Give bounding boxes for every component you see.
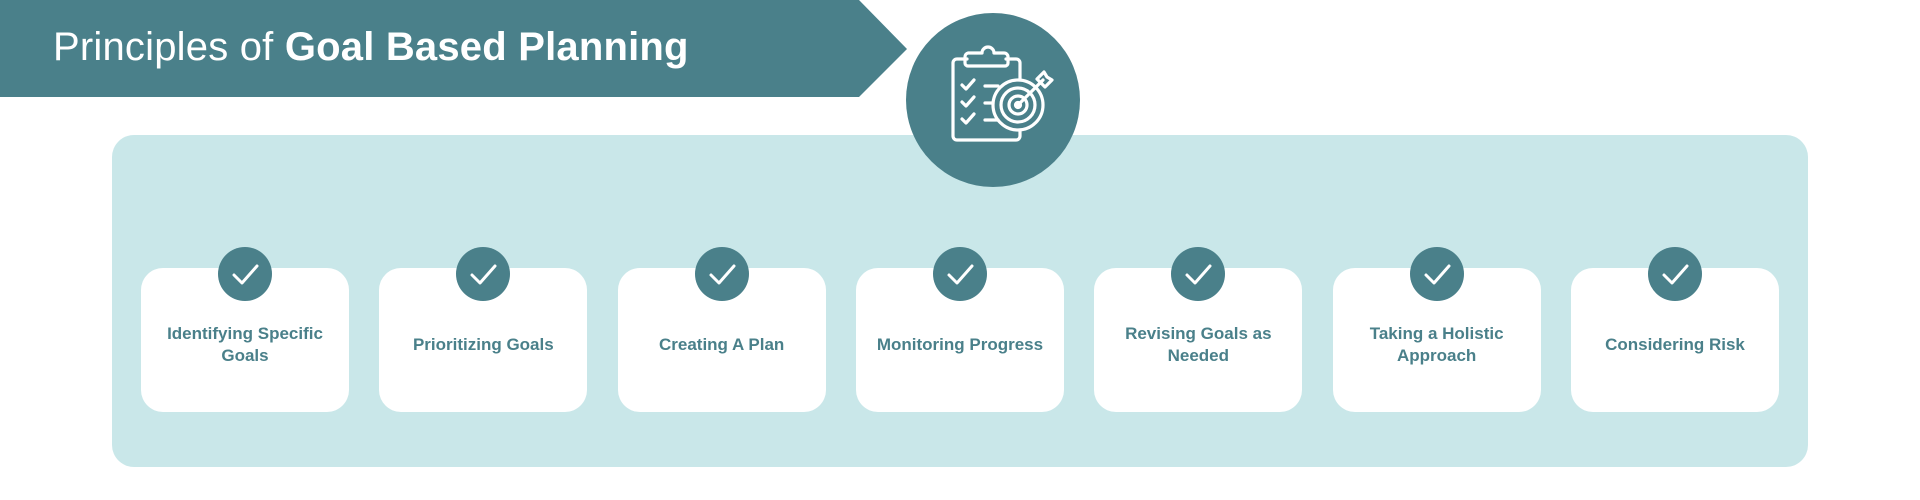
principle-label: Taking a Holistic Approach: [1369, 324, 1504, 365]
principle-label: Revising Goals as Needed: [1125, 324, 1272, 365]
check-icon: [947, 264, 974, 285]
principle-label: Considering Risk: [1605, 335, 1745, 354]
page-title: Principles of Goal Based Planning: [53, 22, 689, 72]
check-icon: [1424, 264, 1451, 285]
check-badge: [694, 247, 749, 301]
check-badge: [1171, 247, 1226, 301]
check-icon: [232, 264, 259, 285]
clipboard-target-icon: [951, 45, 1054, 142]
principle-label: Creating A Plan: [658, 335, 785, 354]
title-light-part: Principles of: [53, 25, 274, 69]
check-icon: [709, 264, 736, 285]
principle-label: Identifying Specific Goals: [167, 324, 323, 365]
check-badge: [218, 247, 272, 301]
check-icon: [1185, 264, 1212, 285]
check-badge: [1647, 247, 1702, 301]
banner-arrow-shape: [0, 0, 907, 97]
hero-icon-badge: [906, 13, 1080, 187]
check-icon: [1662, 264, 1689, 285]
principle-card: Taking a Holistic Approach: [1332, 268, 1541, 412]
principle-label: Prioritizing Goals: [412, 335, 554, 354]
check-badge: [1409, 247, 1464, 301]
check-icon: [470, 264, 497, 285]
check-badge: [456, 247, 511, 301]
principle-label: Monitoring Progress: [876, 335, 1044, 354]
check-badge: [932, 247, 987, 301]
title-banner: Principles of Goal Based Planning: [0, 0, 908, 97]
title-bold-part: Goal Based Planning: [284, 25, 689, 69]
